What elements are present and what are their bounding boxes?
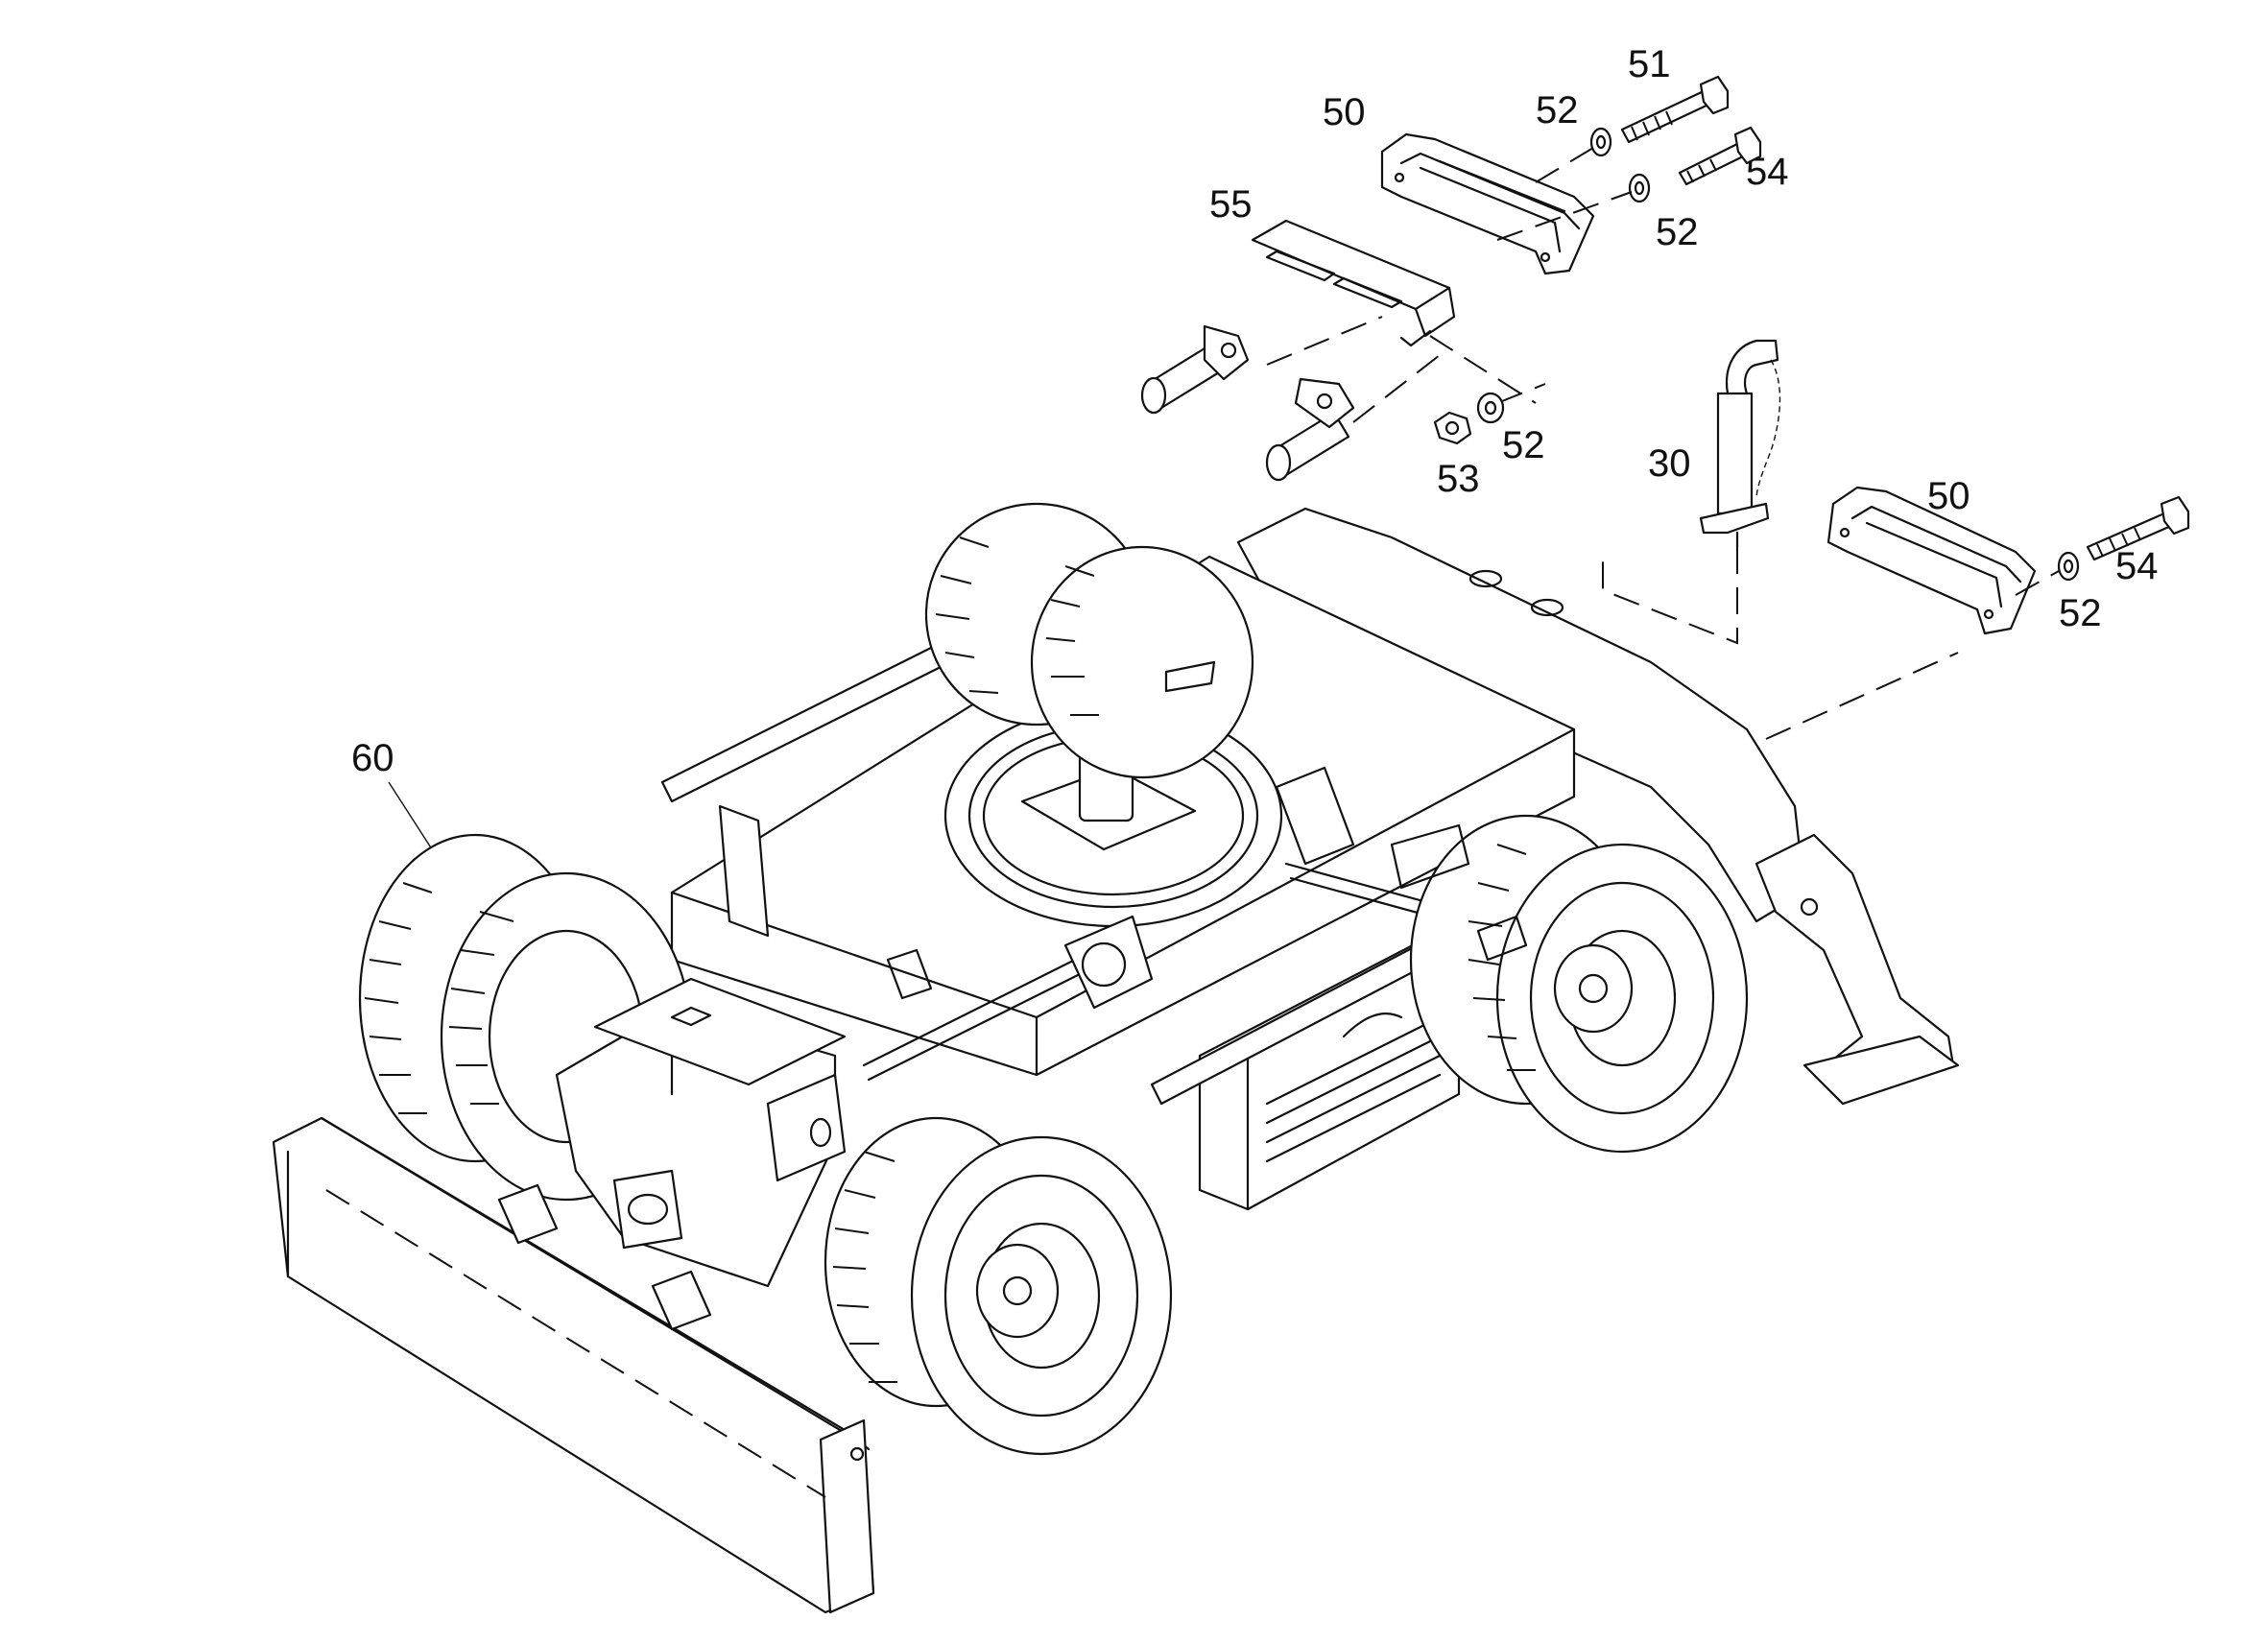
valve-block — [886, 948, 933, 1000]
callout-labels: 51 50 52 54 55 52 52 53 30 50 54 52 60 — [351, 43, 2159, 779]
bolt-54-lower — [2086, 495, 2190, 561]
dozer-blade — [272, 1116, 875, 1614]
wheel-rear-left — [924, 502, 1254, 779]
washer-52-b — [1628, 173, 1651, 203]
pin-left — [1140, 324, 1250, 415]
callout-52-lower: 52 — [2059, 592, 2102, 634]
callout-51: 51 — [1628, 43, 1671, 85]
front-housing — [555, 977, 847, 1288]
wheel-front-right — [824, 1116, 1173, 1456]
nut-53 — [1433, 411, 1472, 445]
rear-coupling — [1390, 823, 1470, 890]
callout-50-upper: 50 — [1323, 91, 1366, 133]
callout-60: 60 — [351, 737, 394, 779]
callout-55: 55 — [1209, 183, 1253, 226]
callout-50-lower: 50 — [1927, 475, 1970, 517]
pin-right — [1265, 377, 1355, 482]
bracket-50-upper — [1380, 132, 1595, 275]
callout-52-nut-washer: 52 — [1502, 424, 1545, 466]
wheel-rear-right — [1409, 814, 1749, 1154]
washer-52-nut — [1476, 392, 1505, 424]
bracket-50-lower — [1826, 486, 2037, 635]
callout-30: 30 — [1648, 442, 1691, 485]
locking-pin-30 — [1699, 339, 1781, 549]
callout-53: 53 — [1437, 458, 1480, 500]
callout-52-upper: 52 — [1536, 89, 1579, 131]
washer-52-lower — [2057, 551, 2080, 582]
bolt-54-upper — [1678, 126, 1762, 186]
callout-54-lower: 54 — [2115, 545, 2159, 587]
bolt-51 — [1620, 75, 1730, 144]
plate-55 — [1251, 219, 1456, 347]
washer-52-a — [1589, 127, 1612, 157]
callout-52-middle: 52 — [1656, 211, 1699, 253]
